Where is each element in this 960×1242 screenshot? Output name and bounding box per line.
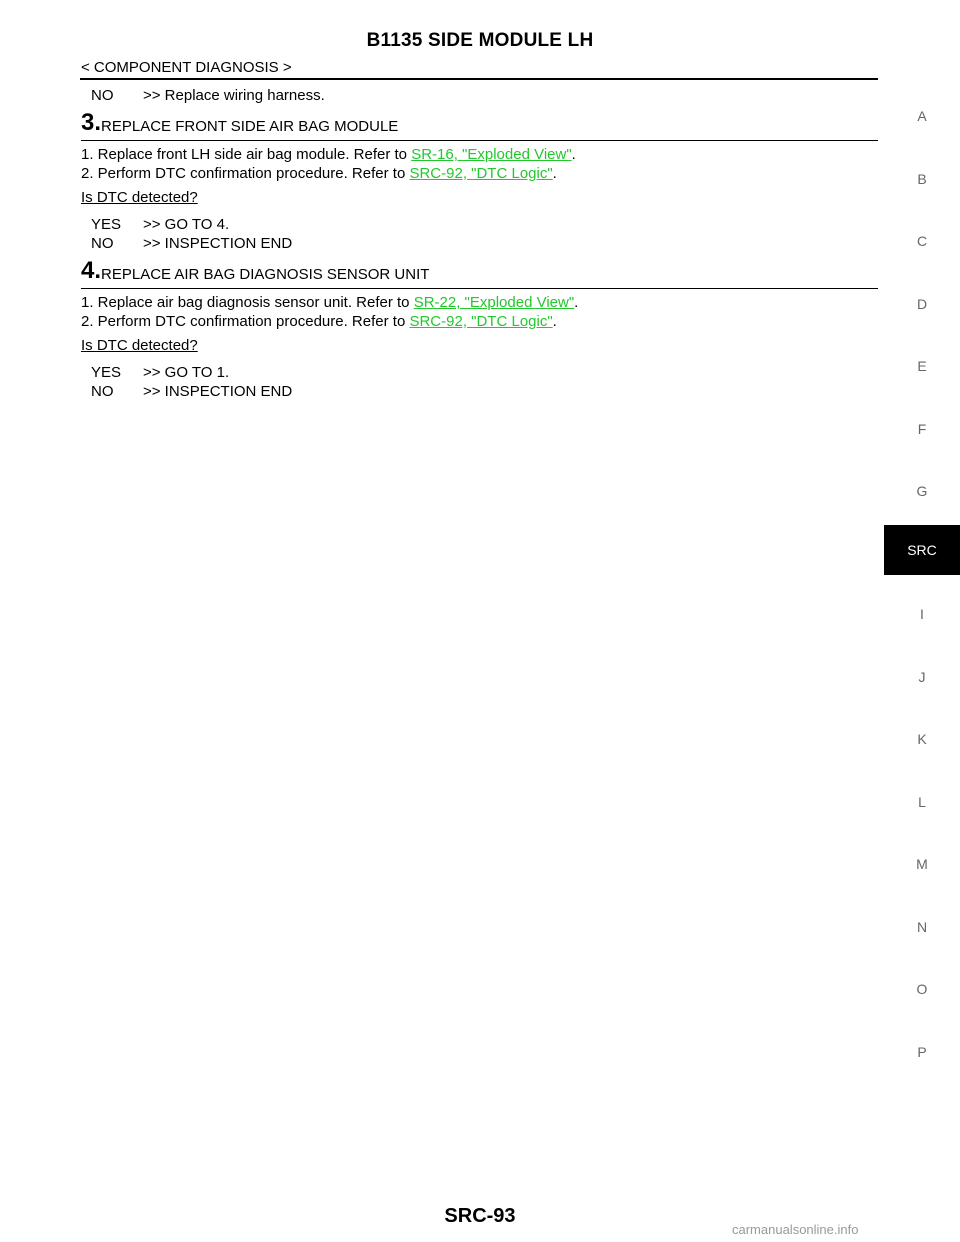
- instruction-line: 2. Perform DTC confirmation procedure. R…: [81, 312, 878, 331]
- answer-item: NO >> INSPECTION END: [81, 234, 878, 253]
- section-index-b[interactable]: B: [917, 170, 927, 187]
- instruction-text: 2. Perform DTC confirmation procedure. R…: [81, 165, 410, 182]
- section-index-l[interactable]: L: [918, 793, 926, 810]
- answer-text: >> Replace wiring harness.: [143, 87, 325, 104]
- answer-text: >> INSPECTION END: [143, 235, 293, 252]
- section-index-src-active[interactable]: SRC: [884, 525, 960, 575]
- section-index-n[interactable]: N: [916, 918, 928, 935]
- watermark: carmanualsonline.info: [732, 1222, 859, 1237]
- diagnostic-question: Is DTC detected?: [81, 337, 198, 354]
- answer-key: YES: [91, 216, 122, 233]
- instruction-line: 1. Replace air bag diagnosis sensor unit…: [81, 293, 878, 312]
- section-index-p[interactable]: P: [917, 1043, 927, 1060]
- instruction-suffix: .: [552, 165, 557, 182]
- answer-key: NO: [91, 235, 114, 252]
- section-index-e[interactable]: E: [917, 358, 927, 374]
- step-title: REPLACE FRONT SIDE AIR BAG MODULE: [101, 118, 399, 135]
- section-index-g[interactable]: G: [916, 483, 928, 499]
- section-index-m[interactable]: M: [916, 856, 928, 872]
- instruction-suffix: .: [574, 294, 579, 311]
- step-title: REPLACE AIR BAG DIAGNOSIS SENSOR UNIT: [101, 266, 430, 283]
- instruction-text: 1. Replace front LH side air bag module.…: [81, 146, 412, 163]
- answer-item: YES >> GO TO 1.: [81, 363, 878, 382]
- step-heading-3: 3. REPLACE FRONT SIDE AIR BAG MODULE: [81, 111, 878, 141]
- answer-key: YES: [91, 364, 122, 381]
- instruction-line: 1. Replace front LH side air bag module.…: [81, 145, 878, 164]
- reference-link[interactable]: SRC-92, "DTC Logic": [409, 165, 553, 182]
- answer-list: YES >> GO TO 4. NO >> INSPECTION END: [81, 215, 878, 253]
- instruction-text: 2. Perform DTC confirmation procedure. R…: [81, 313, 410, 330]
- answer-key: NO: [91, 383, 114, 400]
- step-number: 4.: [81, 257, 102, 284]
- section-index-o[interactable]: O: [916, 981, 928, 997]
- answer-item: NO >> INSPECTION END: [81, 382, 878, 401]
- step-instructions: 1. Replace air bag diagnosis sensor unit…: [81, 293, 878, 331]
- breadcrumb: < COMPONENT DIAGNOSIS >: [81, 59, 292, 76]
- page-number: SRC-93: [444, 1205, 516, 1227]
- section-index-a[interactable]: A: [917, 108, 927, 124]
- reference-link[interactable]: SR-22, "Exploded View": [413, 294, 575, 311]
- step-number: 3.: [81, 109, 102, 136]
- answer-key: NO: [91, 87, 114, 104]
- answer-item: YES >> GO TO 4.: [81, 215, 878, 234]
- header-divider: [80, 78, 878, 80]
- section-index-i[interactable]: I: [920, 606, 924, 622]
- instruction-line: 2. Perform DTC confirmation procedure. R…: [81, 164, 878, 183]
- section-index-c[interactable]: C: [916, 233, 928, 249]
- diagnostic-question: Is DTC detected?: [81, 189, 198, 206]
- step-heading-4: 4. REPLACE AIR BAG DIAGNOSIS SENSOR UNIT: [81, 259, 878, 289]
- section-index-lower: I J K L M N O P: [884, 604, 960, 1104]
- section-index-d[interactable]: D: [916, 295, 928, 312]
- step-instructions: 1. Replace front LH side air bag module.…: [81, 145, 878, 183]
- intro-answer: NO >> Replace wiring harness.: [81, 86, 878, 105]
- reference-link[interactable]: SR-16, "Exploded View": [411, 146, 572, 163]
- page-title: B1135 SIDE MODULE LH: [366, 30, 594, 51]
- reference-link[interactable]: SRC-92, "DTC Logic": [409, 313, 553, 330]
- instruction-text: 1. Replace air bag diagnosis sensor unit…: [81, 294, 414, 311]
- answer-list: YES >> GO TO 1. NO >> INSPECTION END: [81, 363, 878, 401]
- section-index-j[interactable]: J: [918, 668, 926, 685]
- answer-text: >> INSPECTION END: [143, 383, 293, 400]
- section-index-k[interactable]: K: [917, 731, 927, 747]
- section-index: A B C D E F G: [884, 106, 960, 544]
- section-index-f[interactable]: F: [917, 420, 927, 437]
- instruction-suffix: .: [552, 313, 557, 330]
- answer-text: >> GO TO 1.: [143, 364, 230, 381]
- document-body: NO >> Replace wiring harness. 3. REPLACE …: [81, 86, 878, 401]
- instruction-suffix: .: [571, 146, 576, 163]
- answer-text: >> GO TO 4.: [143, 216, 230, 233]
